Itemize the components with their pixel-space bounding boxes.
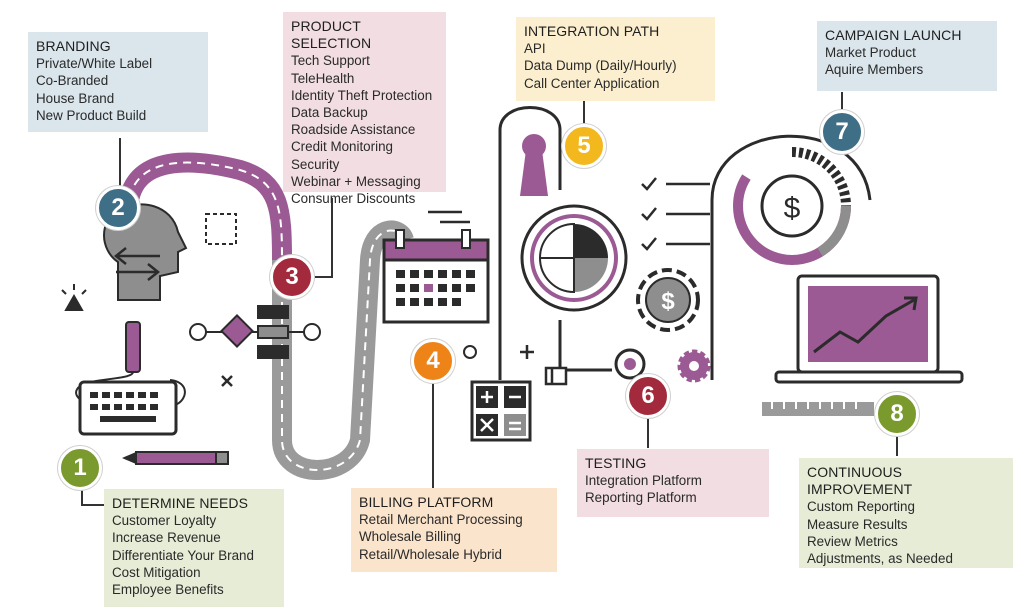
laptop-chart-icon [774,274,964,384]
connector-lines [81,92,898,506]
dashed-square-icon [205,213,237,245]
step-3-item: Webinar + Messaging [291,173,421,189]
flow-connector-icon [189,305,321,359]
keyboard-icon [75,321,186,436]
calculator-icon [470,380,532,442]
step-3-item: Credit Monitoring [291,139,393,155]
step-8-item: Review Metrics [807,533,898,549]
connector-1 [81,490,105,506]
step-3-item: TeleHealth [291,70,355,86]
close-x-icon [221,375,233,387]
step-8-badge: 8 [875,392,919,436]
step-7-item: Market Product [825,45,916,61]
gear-dollar-icon: $ [636,268,700,332]
step-5-box: INTEGRATION PATH API Data Dump (Daily/Ho… [516,17,715,101]
step-3-title: PRODUCT SELECTION [291,18,372,52]
pie-chart-icon [520,204,628,312]
step-1-item: Cost Mitigation [112,564,201,580]
step-1-title: DETERMINE NEEDS [112,495,249,511]
step-5-title: INTEGRATION PATH [524,23,660,39]
keyhole-icon [520,134,548,196]
small-circle-icon [463,345,477,359]
ruler-icon [762,402,874,416]
step-8-title: CONTINUOUS IMPROVEMENT [807,464,913,498]
step-3-box: PRODUCT SELECTION Tech Support TeleHealt… [283,12,446,206]
road-gray-dash [281,229,405,471]
step-4-box: BILLING PLATFORM Retail Merchant Process… [351,488,557,572]
pencil-icon [122,451,229,465]
checklist-icon [641,177,710,251]
step-6-badge: 6 [626,374,670,418]
step-8-item: Adjustments, as Needed [807,551,953,567]
step-2-item: House Brand [36,90,115,106]
step-6-title: TESTING [585,455,647,471]
step-3-item: Consumer Discounts [291,191,416,207]
dash-lines-icon [428,210,470,224]
step-7-title: CAMPAIGN LAUNCH [825,27,962,43]
step-2-box: BRANDING Private/White Label Co-Branded … [28,32,208,132]
step-5-item: Call Center Application [524,75,660,91]
step-6-item: Integration Platform [585,473,702,489]
step-1-item: Differentiate Your Brand [112,547,254,563]
plus-icon [520,345,534,359]
step-4-title: BILLING PLATFORM [359,494,494,510]
step-2-badge: 2 [96,186,140,230]
step-5-badge: 5 [562,124,606,168]
step-6-item: Reporting Platform [585,490,697,506]
step-3-item: Data Backup [291,105,368,121]
step-2-item: Co-Branded [36,73,109,89]
step-4-item: Retail/Wholesale Hybrid [359,546,502,562]
step-7-badge: 7 [820,110,864,154]
step-8-item: Custom Reporting [807,499,915,515]
step-1-item: Employee Benefits [112,582,224,598]
small-gear-icon [677,349,711,383]
step-7-box: CAMPAIGN LAUNCH Market Product Aquire Me… [817,21,997,91]
lightbulb-icon [61,284,87,311]
dollar-gauge-icon: $ [733,147,851,265]
step-2-item: Private/White Label [36,56,153,72]
step-3-item: Tech Support [291,53,370,69]
step-2-item: New Product Build [36,107,147,123]
step-3-item: Security [291,156,340,172]
key-bit-icon [544,366,568,386]
campaign-path [710,134,872,380]
step-3-item: Identity Theft Protection [291,87,433,103]
step-4-badge: 4 [411,339,455,383]
step-6-box: TESTING Integration Platform Reporting P… [577,449,769,517]
step-8-box: CONTINUOUS IMPROVEMENT Custom Reporting … [799,458,1013,568]
step-1-box: DETERMINE NEEDS Customer Loyalty Increas… [104,489,284,607]
step-5-item: API [524,41,546,57]
step-3-badge: 3 [270,255,314,299]
step-4-item: Retail Merchant Processing [359,512,523,528]
road-path [118,152,414,480]
road-purple [118,152,292,261]
step-1-badge: 1 [58,446,102,490]
connector-3 [314,198,333,278]
step-5-item: Data Dump (Daily/Hourly) [524,58,677,74]
step-1-item: Customer Loyalty [112,513,217,529]
step-8-item: Measure Results [807,516,908,532]
svg-text:$: $ [784,192,801,225]
step-7-item: Aquire Members [825,62,924,78]
step-2-title: BRANDING [36,38,111,54]
svg-text:$: $ [661,288,675,315]
step-1-item: Increase Revenue [112,530,221,546]
step-3-item: Roadside Assistance [291,122,416,138]
step-4-item: Wholesale Billing [359,529,461,545]
calendar-icon [382,229,490,324]
